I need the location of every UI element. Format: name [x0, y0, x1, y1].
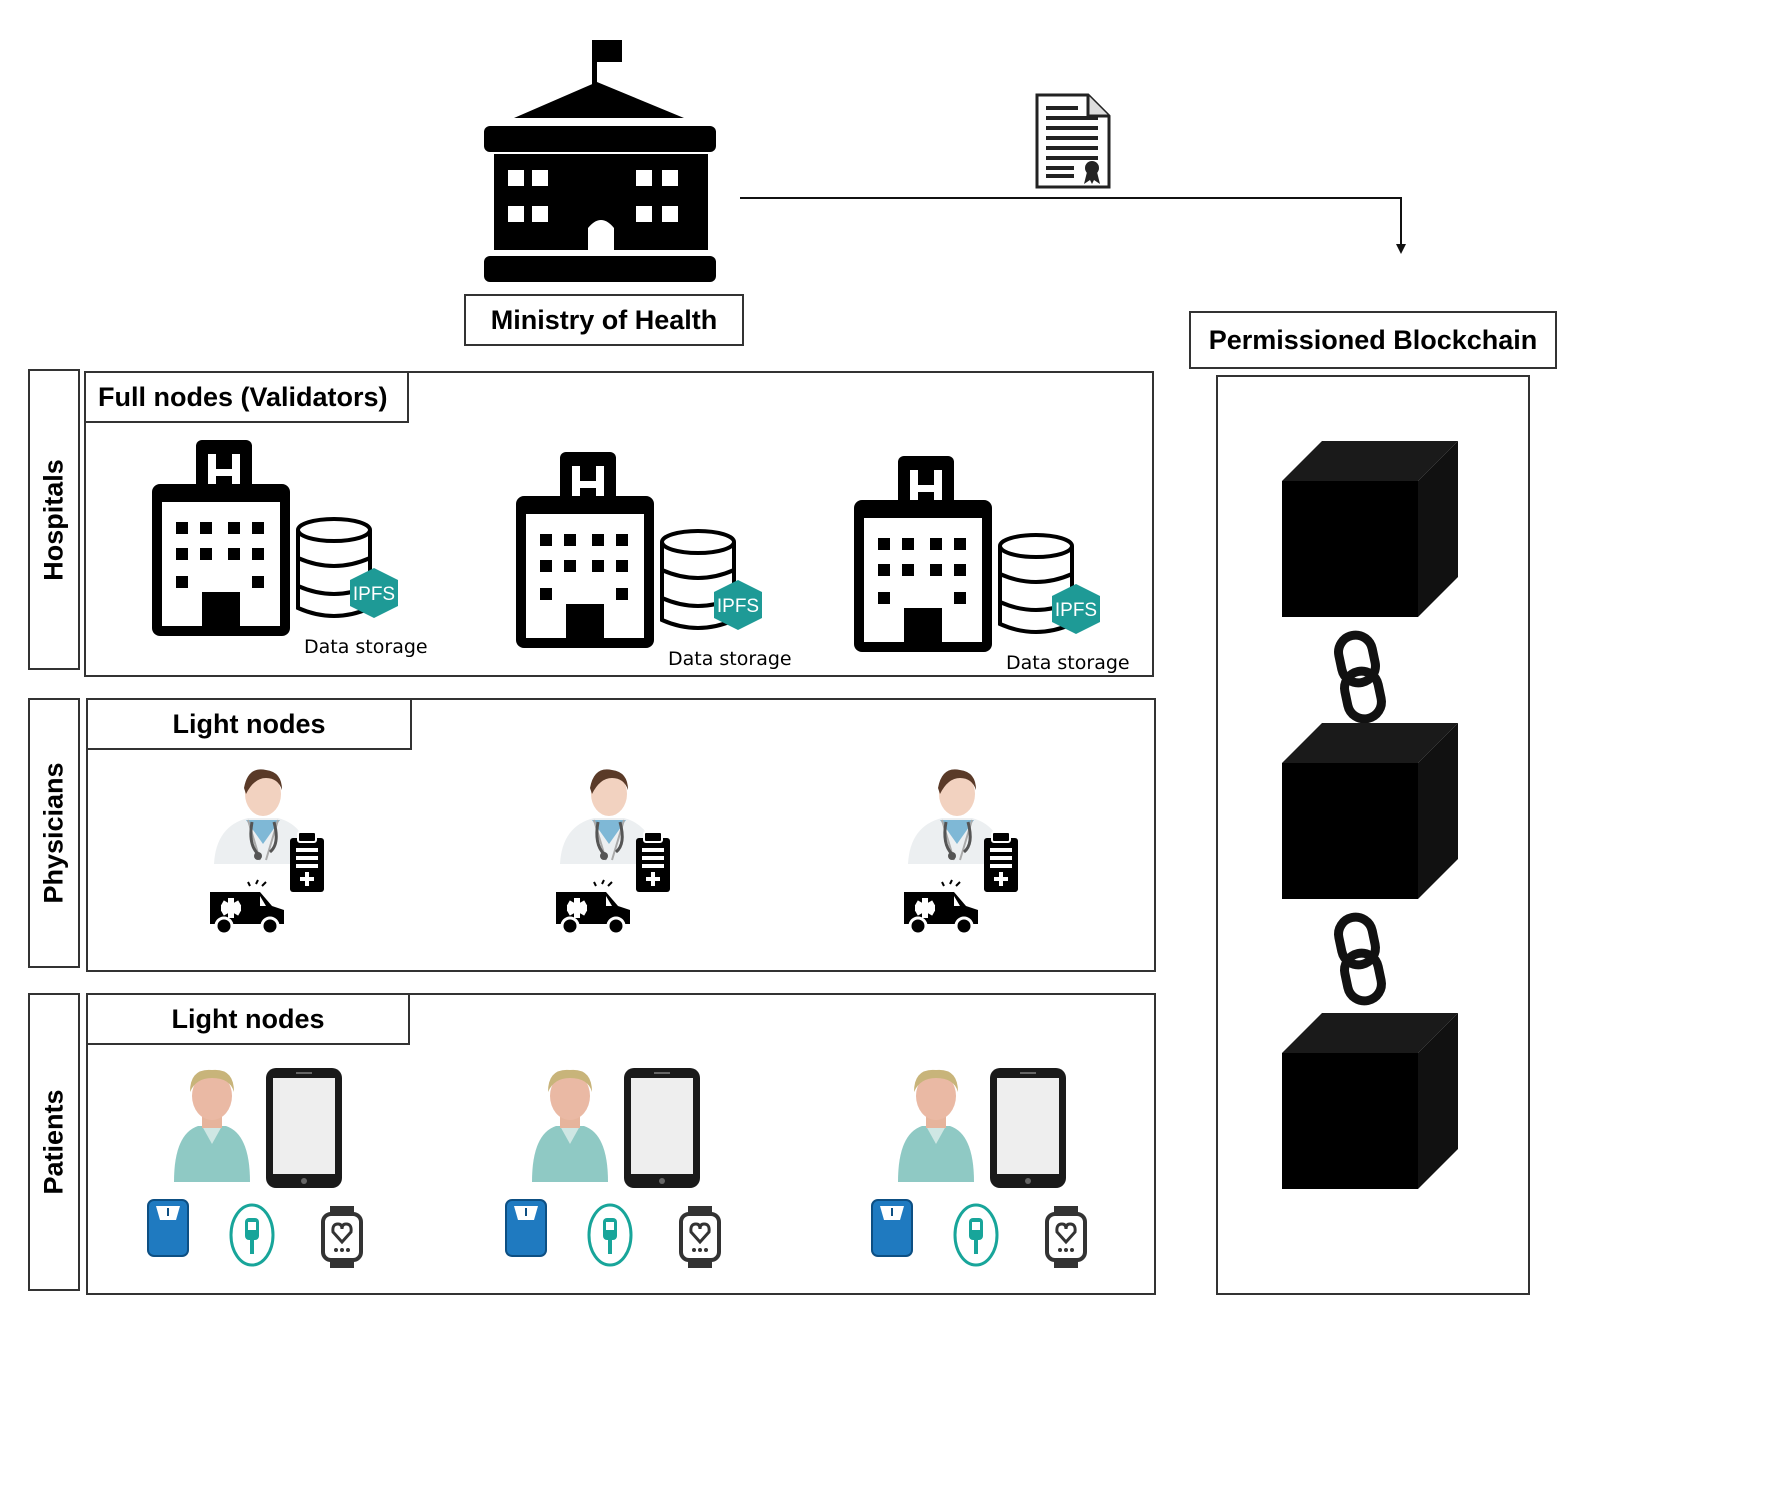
weight-scale-icon: [147, 1199, 189, 1257]
physician-icon: [560, 769, 670, 892]
patients-side-label: Patients: [28, 993, 80, 1291]
physicians-light-nodes-label: Light nodes: [86, 698, 412, 750]
hospitals-side-label: Hospitals: [28, 369, 80, 670]
hospital-building-icon: [854, 456, 992, 652]
patient-icon: [898, 1069, 974, 1182]
data-storage-icon: IPFS: [998, 533, 1100, 634]
data-storage-label: Data storage: [304, 636, 428, 658]
ministry-building-icon: [484, 40, 716, 282]
data-storage-label: Data storage: [1006, 652, 1130, 674]
ipfs-icon: IPFS: [714, 580, 762, 630]
certificate-document-icon: [1035, 93, 1111, 189]
block-cube-icon: [1282, 1013, 1458, 1189]
glucose-meter-icon: [953, 1203, 999, 1267]
ipfs-badge-text: IPFS: [717, 596, 759, 617]
permissioned-blockchain-label: Permissioned Blockchain: [1189, 311, 1557, 369]
block-cube-icon: [1282, 441, 1458, 617]
ambulance-icon: [556, 879, 630, 936]
smartwatch-icon: [321, 1206, 363, 1268]
ambulance-icon: [904, 879, 978, 936]
tablet-icon: [266, 1068, 342, 1188]
tablet-icon: [990, 1068, 1066, 1188]
hospital-building-icon: [516, 452, 654, 648]
physicians-side-label: Physicians: [28, 698, 80, 968]
glucose-meter-icon: [587, 1203, 633, 1267]
ipfs-icon: IPFS: [1052, 584, 1100, 634]
patient-icon: [174, 1069, 250, 1182]
chain-link-icon: [1334, 630, 1386, 724]
chain-link-icon: [1334, 912, 1386, 1006]
data-storage-icon: IPFS: [660, 529, 762, 630]
patients-light-nodes-label: Light nodes: [86, 993, 410, 1045]
ambulance-icon: [210, 879, 284, 936]
patient-icon: [532, 1069, 608, 1182]
data-storage-label: Data storage: [668, 648, 792, 670]
smartwatch-icon: [679, 1206, 721, 1268]
physician-icon: [214, 769, 324, 892]
hospital-building-icon: [152, 440, 290, 636]
weight-scale-icon: [505, 1199, 547, 1257]
blockchain-chain: [1282, 441, 1458, 1189]
tablet-icon: [624, 1068, 700, 1188]
smartwatch-icon: [1045, 1206, 1087, 1268]
data-storage-icon: IPFS: [296, 517, 398, 618]
ipfs-badge-text: IPFS: [1055, 600, 1097, 621]
ministry-to-blockchain-arrow: [740, 197, 1406, 254]
block-cube-icon: [1282, 723, 1458, 899]
ministry-of-health-label: Ministry of Health: [464, 294, 744, 346]
physician-icon: [908, 769, 1018, 892]
full-nodes-validators-label: Full nodes (Validators): [84, 371, 409, 423]
ipfs-badge-text: IPFS: [353, 584, 395, 605]
ipfs-icon: IPFS: [350, 568, 398, 618]
glucose-meter-icon: [229, 1203, 275, 1267]
weight-scale-icon: [871, 1199, 913, 1257]
